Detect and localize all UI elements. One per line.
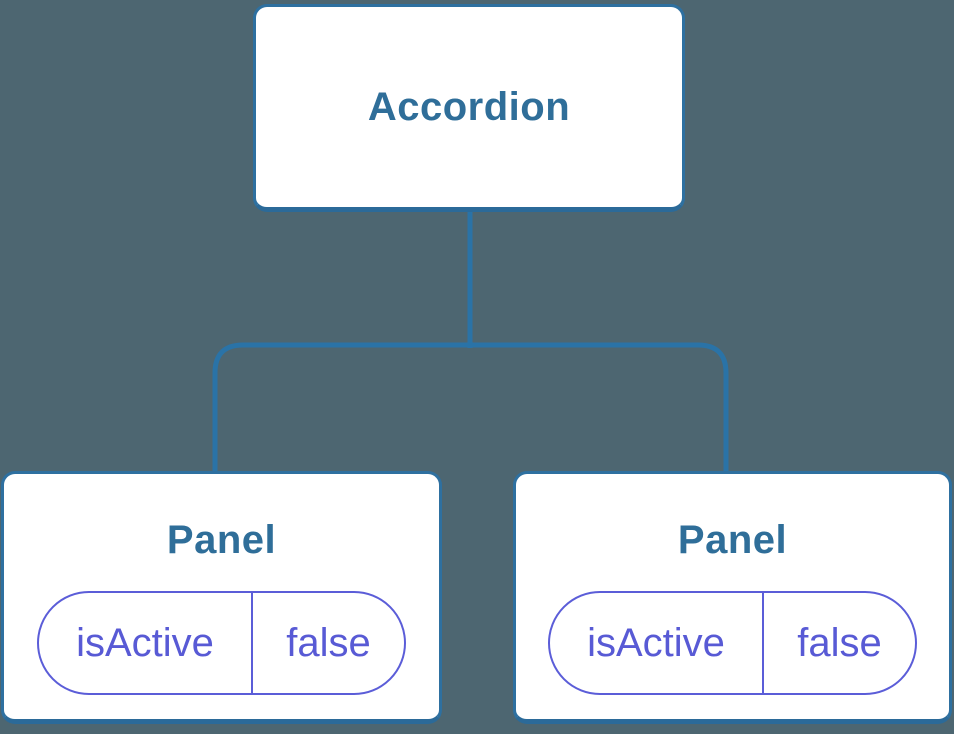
accordion-node-label: Accordion [367,84,571,129]
connector-branch [212,342,729,473]
panel-node-left: Panel isActive false [1,471,442,724]
state-value: false [286,620,371,665]
state-value: false [797,620,882,665]
panel-node-label: Panel [677,518,788,562]
state-name: isActive [39,593,253,693]
state-pill: isActive false [548,591,917,695]
state-name: isActive [550,593,764,693]
panel-node-label: Panel [166,518,277,562]
panel-node-right: Panel isActive false [513,471,952,724]
state-pill: isActive false [37,591,406,695]
accordion-node: Accordion [253,4,685,212]
